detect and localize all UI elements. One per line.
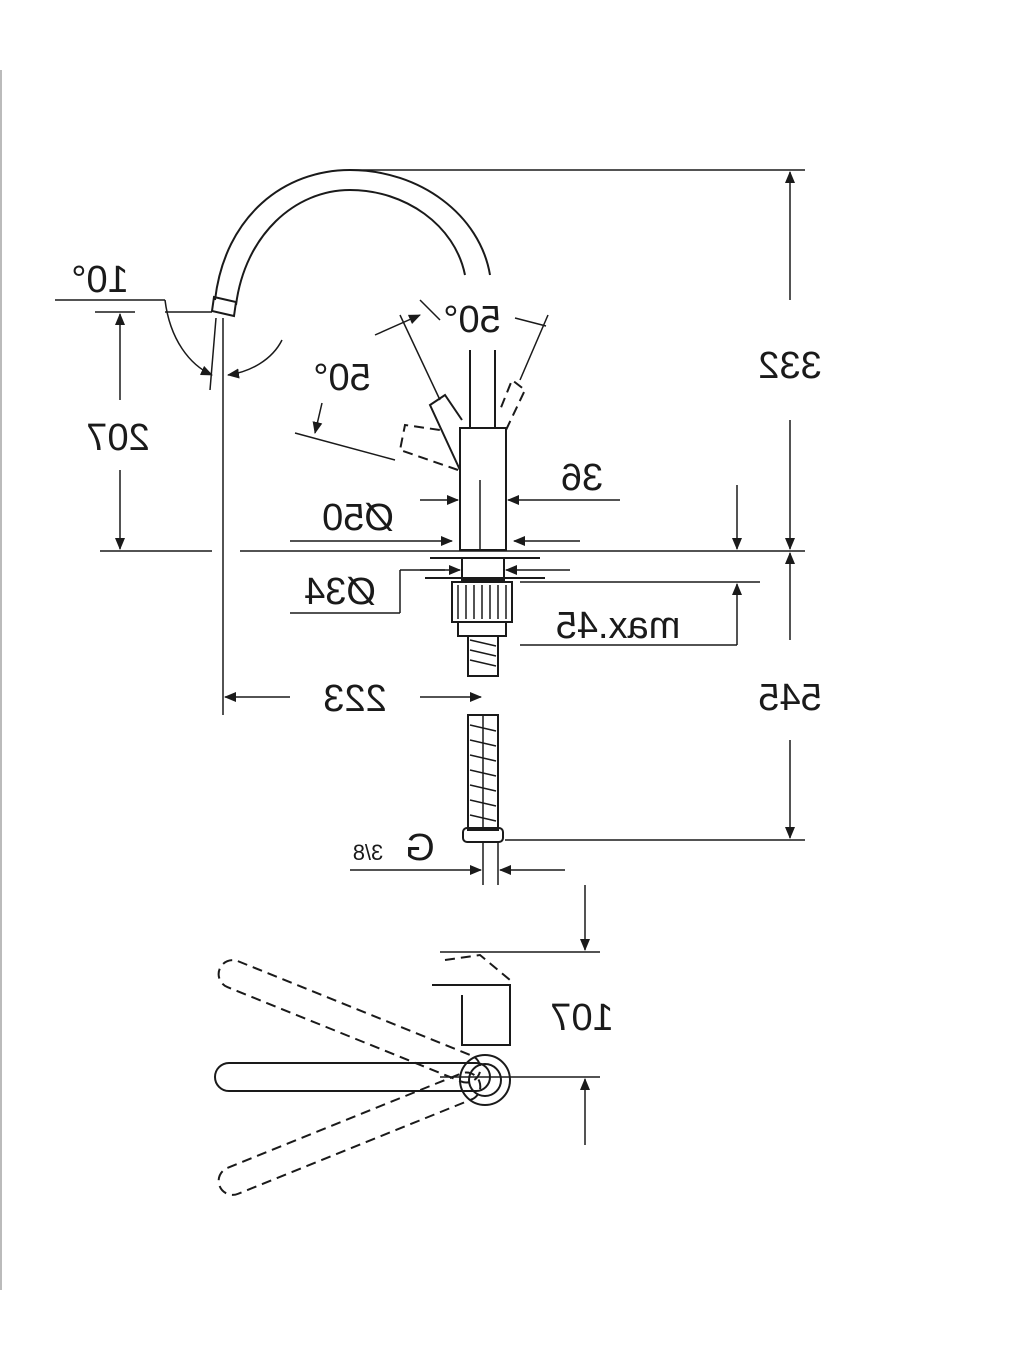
total-height-label: 332 <box>758 345 821 387</box>
spout-reach-label: 223 <box>323 678 386 720</box>
counter-thickness-label: max.45 <box>556 605 681 647</box>
lever-angle-side-label: 50° <box>313 357 370 399</box>
lever-clearance-dimension <box>440 885 600 1145</box>
base-diameter-label: Ø50 <box>322 497 394 539</box>
spout-height-label: 207 <box>86 417 149 459</box>
lever-angle-front-label: 50° <box>443 299 500 341</box>
body-width-label: 36 <box>561 457 603 499</box>
thread-size-label: 3/8 <box>353 840 384 865</box>
faucet-body <box>398 350 527 551</box>
mounting-assembly <box>425 557 545 885</box>
spout-angle-dimension <box>55 299 283 391</box>
spout <box>210 168 491 318</box>
hole-diameter-dimension <box>290 565 570 614</box>
hose-length-label: 545 <box>758 677 821 719</box>
hole-diameter-label: Ø34 <box>304 571 376 613</box>
thread-label: G <box>405 827 435 869</box>
lever-clearance-label: 107 <box>550 997 613 1039</box>
lever-angle-dimensions <box>294 299 549 461</box>
counter-thickness-dimension <box>520 485 760 646</box>
spout-angle-label: 10° <box>71 259 128 301</box>
